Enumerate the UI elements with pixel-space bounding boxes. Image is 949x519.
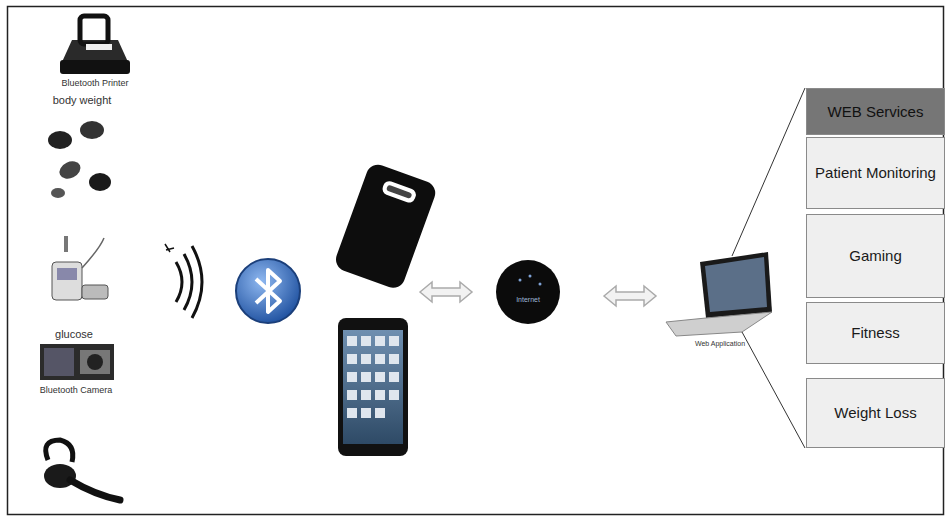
- internet-circle: [496, 260, 560, 324]
- box-label: Patient Monitoring: [815, 164, 936, 182]
- service-box: Weight Loss: [806, 378, 945, 448]
- device-label: Bluetooth Camera: [40, 386, 113, 396]
- box-label: Weight Loss: [834, 404, 916, 422]
- device-label: body weight: [53, 94, 112, 106]
- device-label: Bluetooth Printer: [61, 79, 128, 89]
- smartphone: [338, 318, 408, 456]
- signal-waves: [165, 244, 202, 318]
- box-label: WEB Services: [828, 103, 924, 121]
- bluetooth-device: [333, 161, 439, 291]
- headset-icon: [44, 440, 120, 500]
- service-box: Gaming: [806, 214, 945, 298]
- service-box: Patient Monitoring: [806, 137, 945, 209]
- bracket-line: [732, 88, 805, 448]
- body-weight-icon: [48, 121, 111, 198]
- glucose-meter-icon: [52, 236, 108, 300]
- box-label: Gaming: [849, 247, 902, 265]
- internet-dots: [519, 275, 542, 286]
- camera-icon: [40, 344, 114, 380]
- device-label: Web Application: [695, 340, 745, 348]
- device-label: glucose: [55, 328, 93, 340]
- bluetooth-logo: [236, 259, 300, 323]
- header-box: WEB Services: [806, 88, 945, 135]
- network-label: Internet: [516, 296, 540, 304]
- printer-icon: [60, 16, 130, 74]
- service-box: Fitness: [806, 302, 945, 364]
- box-label: Fitness: [851, 324, 899, 342]
- frame: [8, 7, 944, 515]
- laptop: [666, 252, 772, 336]
